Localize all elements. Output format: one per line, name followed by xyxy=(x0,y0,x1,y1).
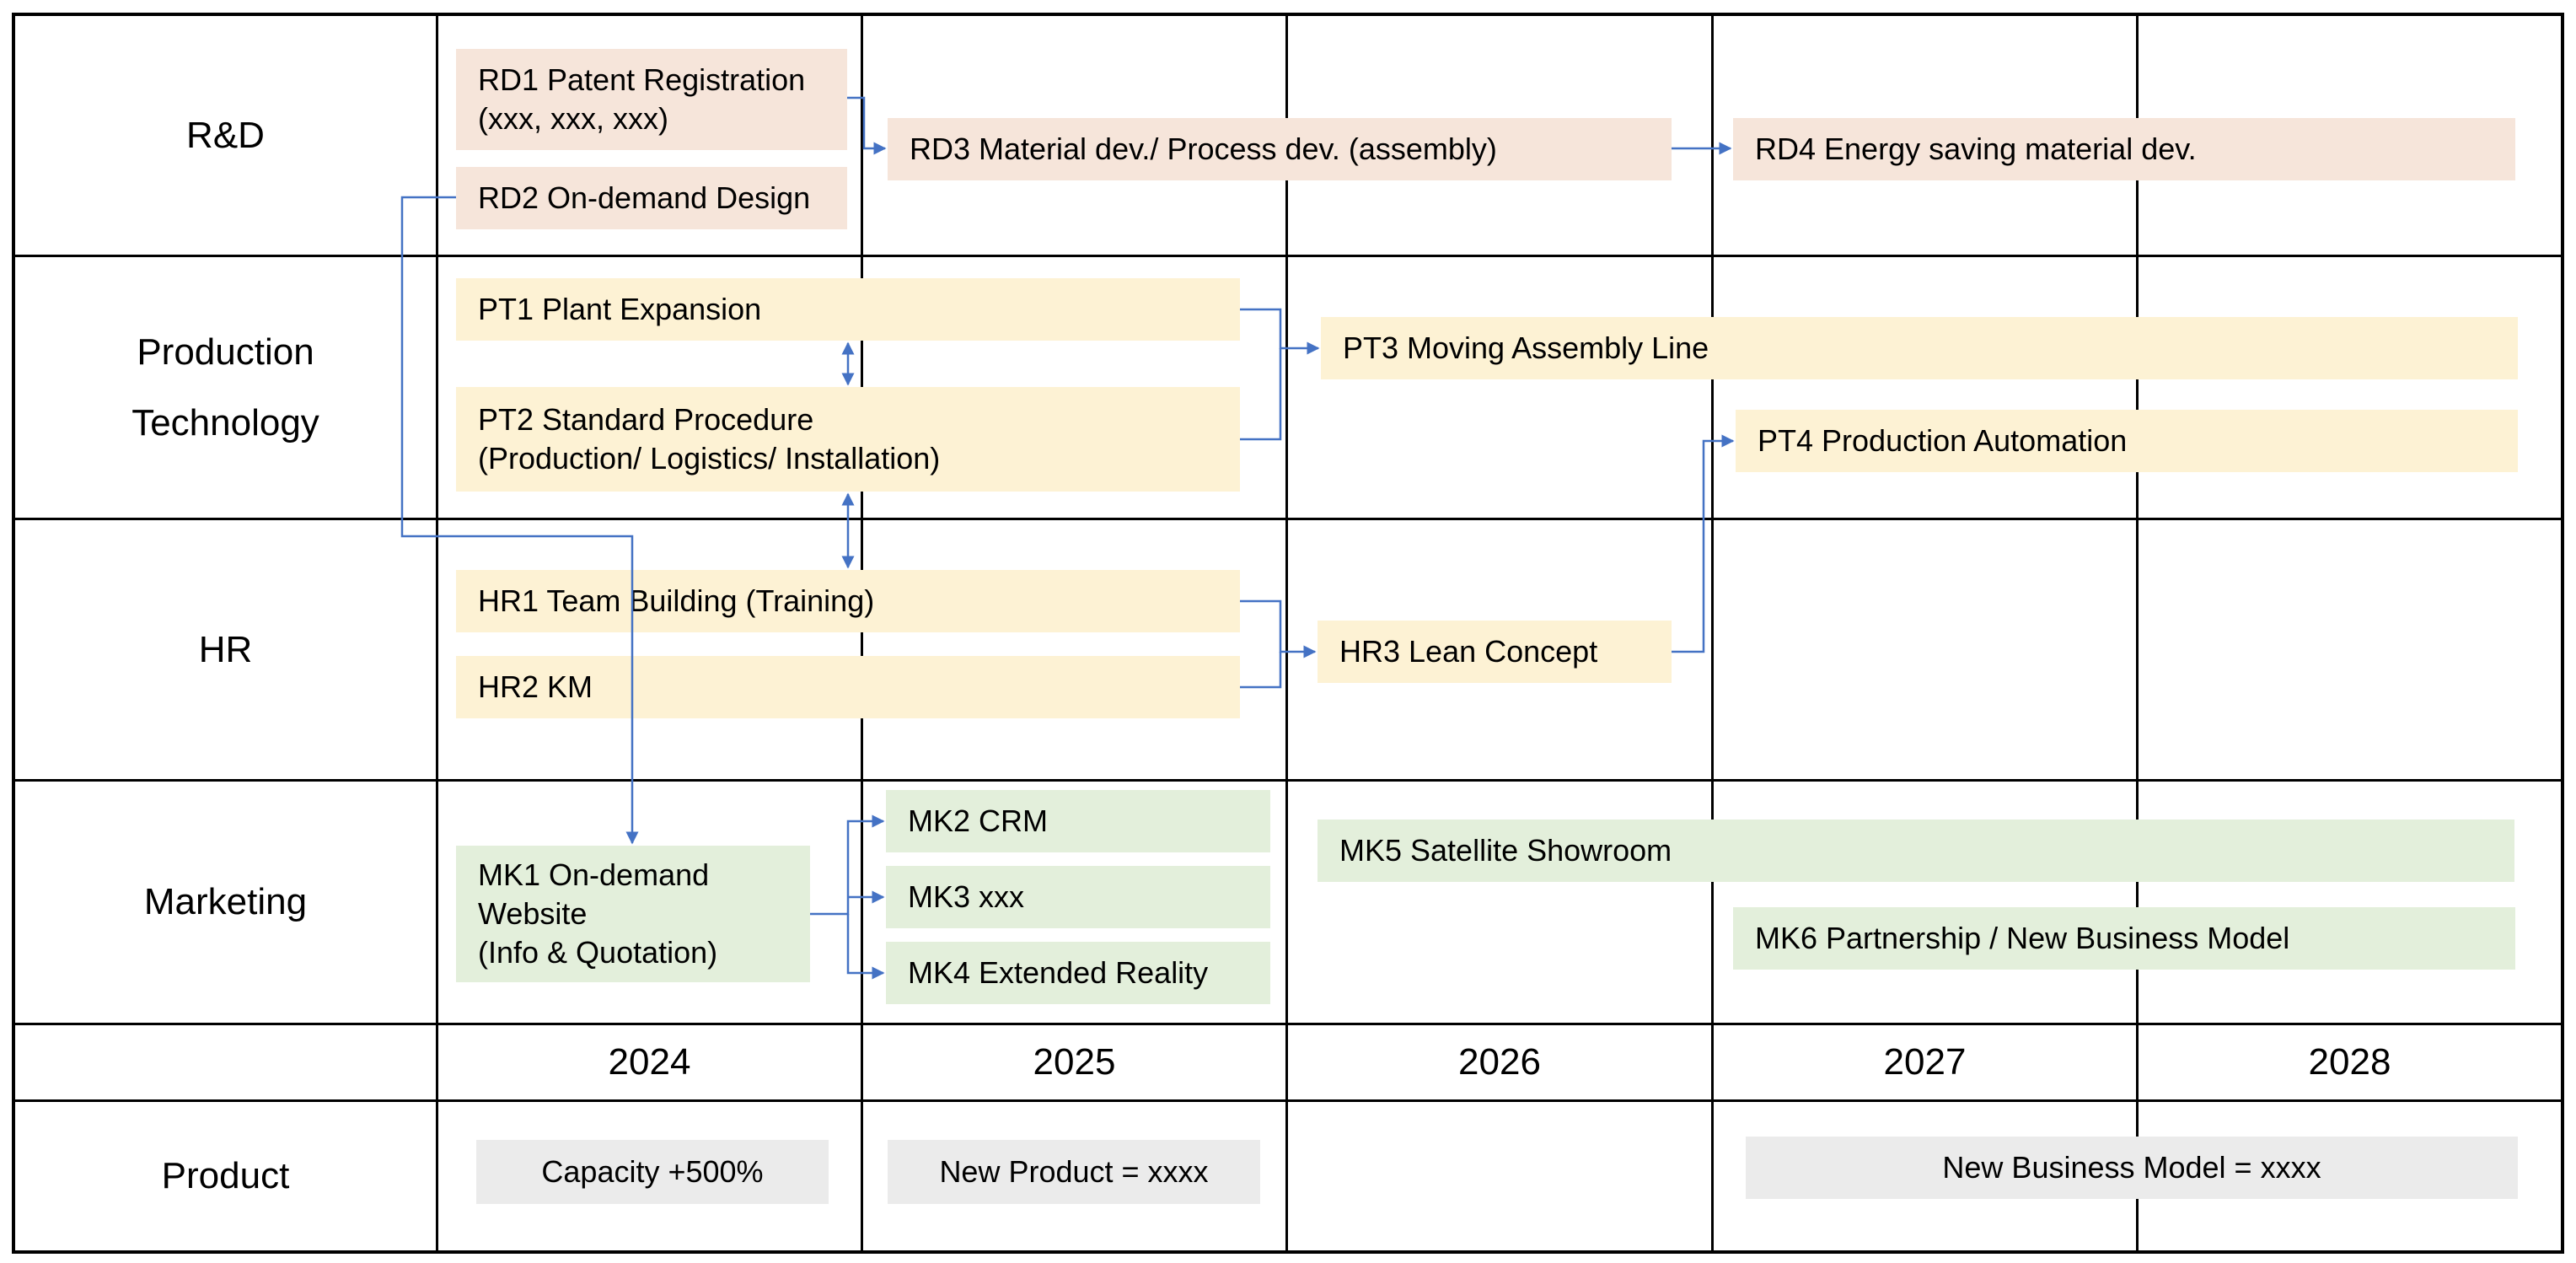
grid-line xyxy=(12,1023,2564,1025)
connector-pt2-pt3 xyxy=(1240,348,1282,441)
row-label-pt-line2: Technology xyxy=(131,401,319,443)
grid-line xyxy=(12,1250,2564,1254)
year-label: 2028 xyxy=(2308,1041,2391,1083)
grid-line xyxy=(12,13,2564,16)
connector-mk1-mk4 xyxy=(846,914,885,980)
connector-mk1-mk2 xyxy=(810,814,885,916)
product-2025: New Product = xxxx xyxy=(888,1140,1260,1204)
connector-hr2-hr3 xyxy=(1240,652,1282,689)
task-rd3: RD3 Material dev./ Process dev. (assembl… xyxy=(888,118,1672,180)
grid-line xyxy=(12,1099,2564,1102)
connector-pt1-pt3 xyxy=(1240,308,1320,355)
row-label-rd: R&D xyxy=(186,114,265,156)
task-pt3: PT3 Moving Assembly Line xyxy=(1321,317,2518,379)
year-label: 2025 xyxy=(1033,1041,1116,1083)
task-hr3: HR3 Lean Concept xyxy=(1318,621,1672,683)
task-pt1: PT1 Plant Expansion xyxy=(456,278,1240,341)
task-pt4: PT4 Production Automation xyxy=(1736,410,2518,472)
grid-line xyxy=(12,13,15,1254)
task-mk3: MK3 xxx xyxy=(886,866,1270,928)
task-hr2: HR2 KM xyxy=(456,656,1240,718)
task-rd1: RD1 Patent Registration (xxx, xxx, xxx) xyxy=(456,49,847,150)
year-label: 2027 xyxy=(1883,1041,1967,1083)
grid-line xyxy=(12,255,2564,257)
task-mk6: MK6 Partnership / New Business Model xyxy=(1733,907,2515,970)
connector-hr1-hr3 xyxy=(1240,599,1317,658)
task-hr1: HR1 Team Building (Training) xyxy=(456,570,1240,632)
grid-line xyxy=(2136,13,2139,1254)
year-label: 2024 xyxy=(608,1041,691,1083)
grid-line xyxy=(12,779,2564,782)
row-label-product: Product xyxy=(161,1155,290,1196)
grid-line xyxy=(2561,13,2564,1254)
task-mk5: MK5 Satellite Showroom xyxy=(1318,820,2514,882)
product-2027: New Business Model = xxxx xyxy=(1746,1137,2518,1199)
task-pt2: PT2 Standard Procedure (Production/ Logi… xyxy=(456,387,1240,492)
task-rd4: RD4 Energy saving material dev. xyxy=(1733,118,2515,180)
connector-rd1-rd3 xyxy=(847,96,887,155)
task-mk1: MK1 On-demand Website (Info & Quotation) xyxy=(456,846,810,982)
connector-hr3-pt4 xyxy=(1672,434,1735,653)
product-2024: Capacity +500% xyxy=(476,1140,829,1204)
grid-line xyxy=(861,13,863,1254)
grid-line xyxy=(12,518,2564,520)
row-label-marketing: Marketing xyxy=(143,881,308,922)
row-label-pt-line1: Production xyxy=(137,331,314,373)
task-mk4: MK4 Extended Reality xyxy=(886,942,1270,1004)
row-label-hr: HR xyxy=(198,628,253,670)
task-mk2: MK2 CRM xyxy=(886,790,1270,852)
row-label-production-technology: Production Technology xyxy=(15,257,436,518)
year-label: 2026 xyxy=(1458,1041,1541,1083)
task-rd2: RD2 On-demand Design xyxy=(456,167,847,229)
